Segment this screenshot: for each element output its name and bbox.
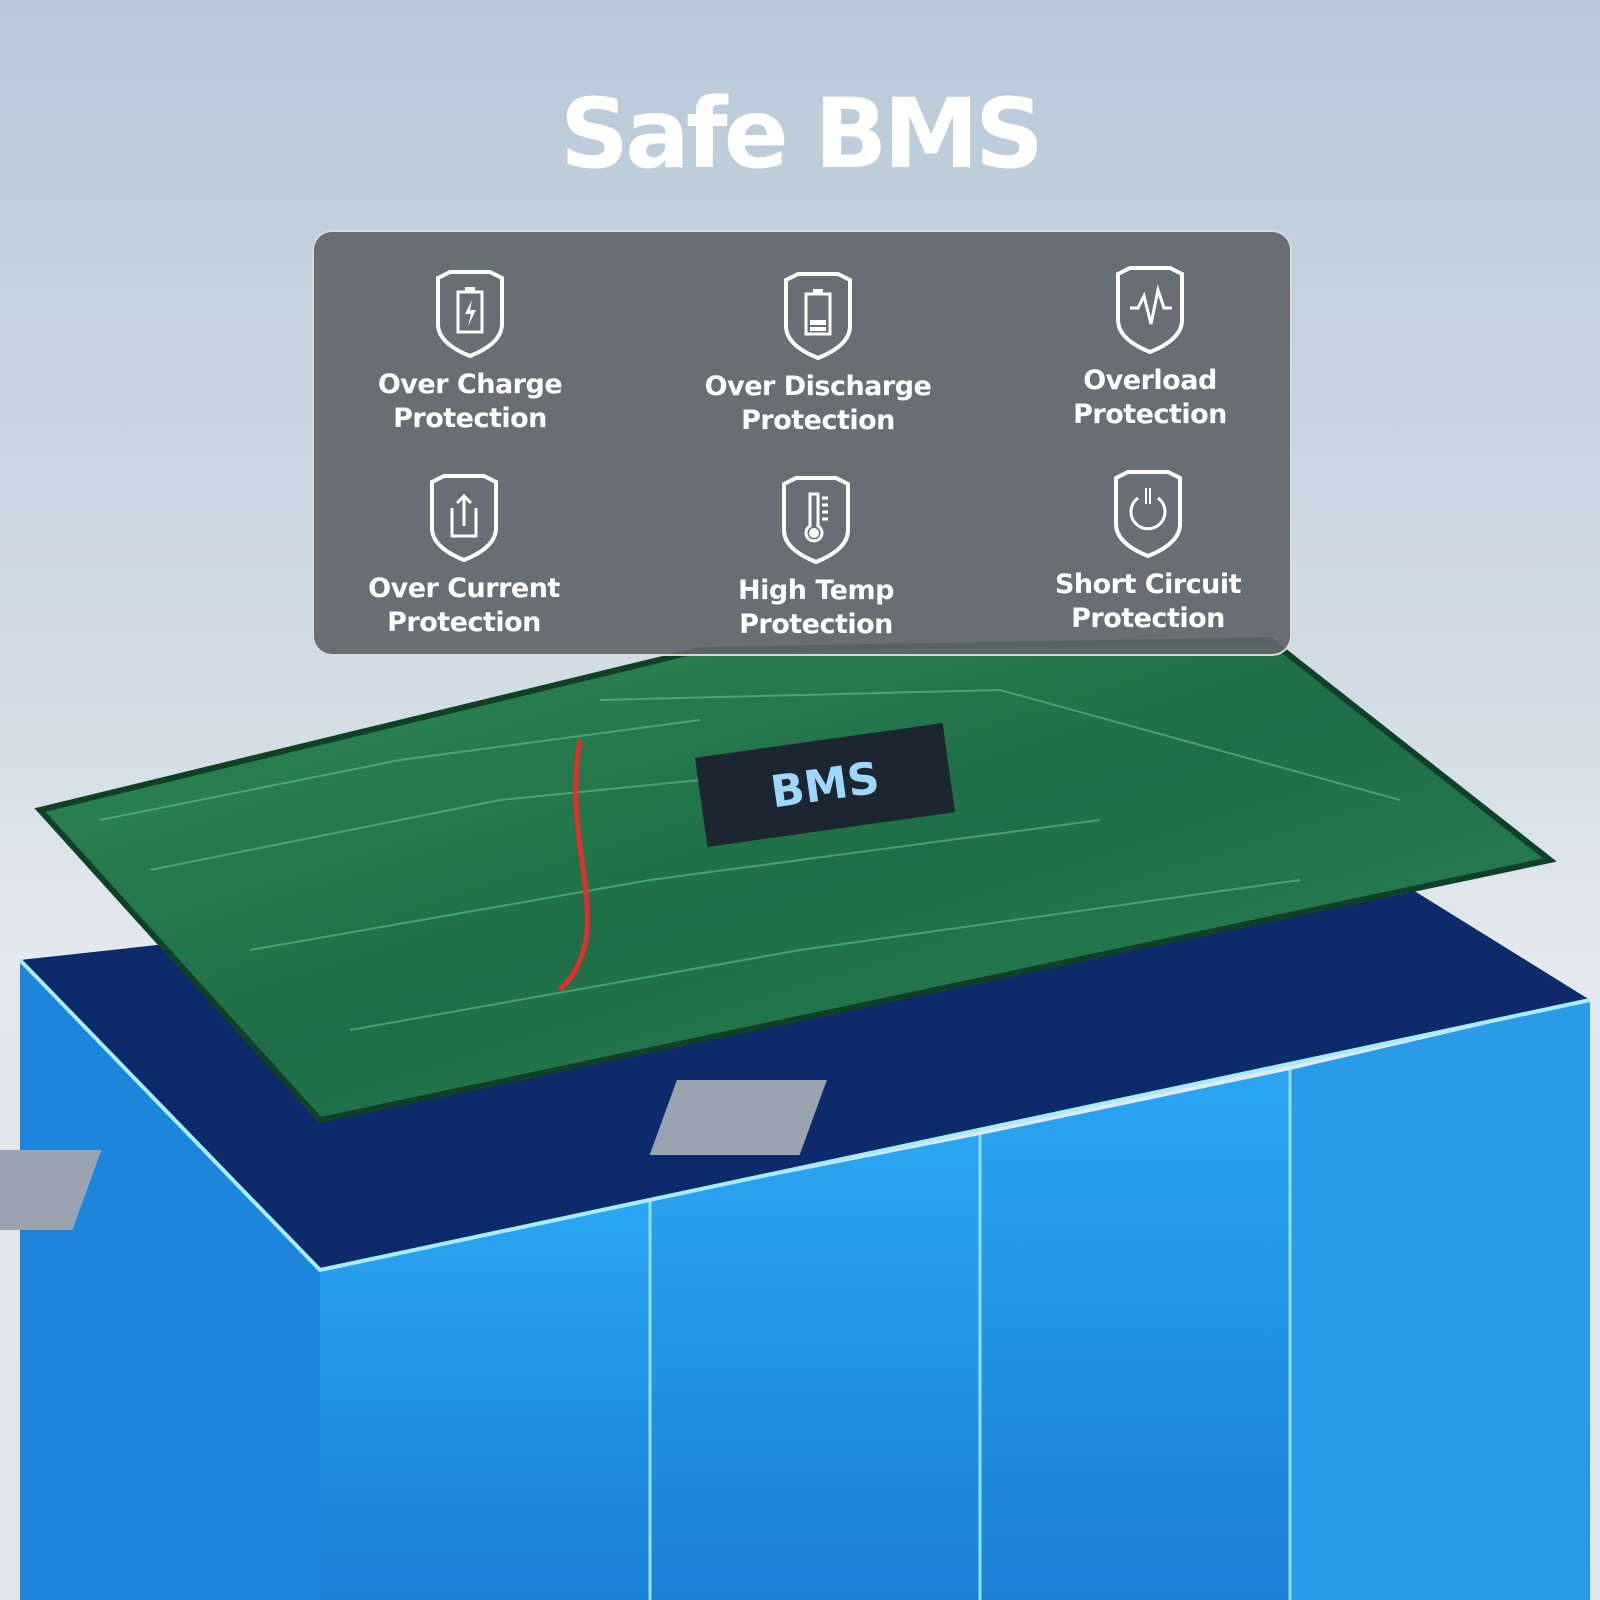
feature-label-line1: Overload (1083, 365, 1217, 396)
feature-label-line1: Short Circuit (1054, 569, 1242, 600)
feature-label-line2: Protection (741, 405, 895, 436)
power-shield-icon (1114, 470, 1182, 559)
feature-label-line2: Protection (739, 609, 893, 640)
battery-charging-shield-icon (436, 270, 504, 359)
feature-label-line1: Over Charge (377, 369, 563, 400)
upload-arrow-shield-icon (430, 474, 498, 563)
feature-label-line1: High Temp (738, 575, 894, 606)
thermometer-shield-icon (782, 476, 850, 565)
feature-label-line2: Protection (387, 607, 541, 638)
feature-label-line2: Protection (393, 403, 547, 434)
battery-low-shield-icon (784, 272, 852, 361)
page-title: Safe BMS (559, 78, 1044, 190)
feature-label-line2: Protection (1071, 603, 1225, 634)
feature-label-line1: Over Current (368, 573, 560, 604)
pulse-shield-icon (1116, 266, 1184, 355)
feature-label-line2: Protection (1073, 399, 1227, 430)
feature-label-line1: Over Discharge (704, 371, 932, 402)
pcb-board: BMS (34, 636, 1557, 1124)
